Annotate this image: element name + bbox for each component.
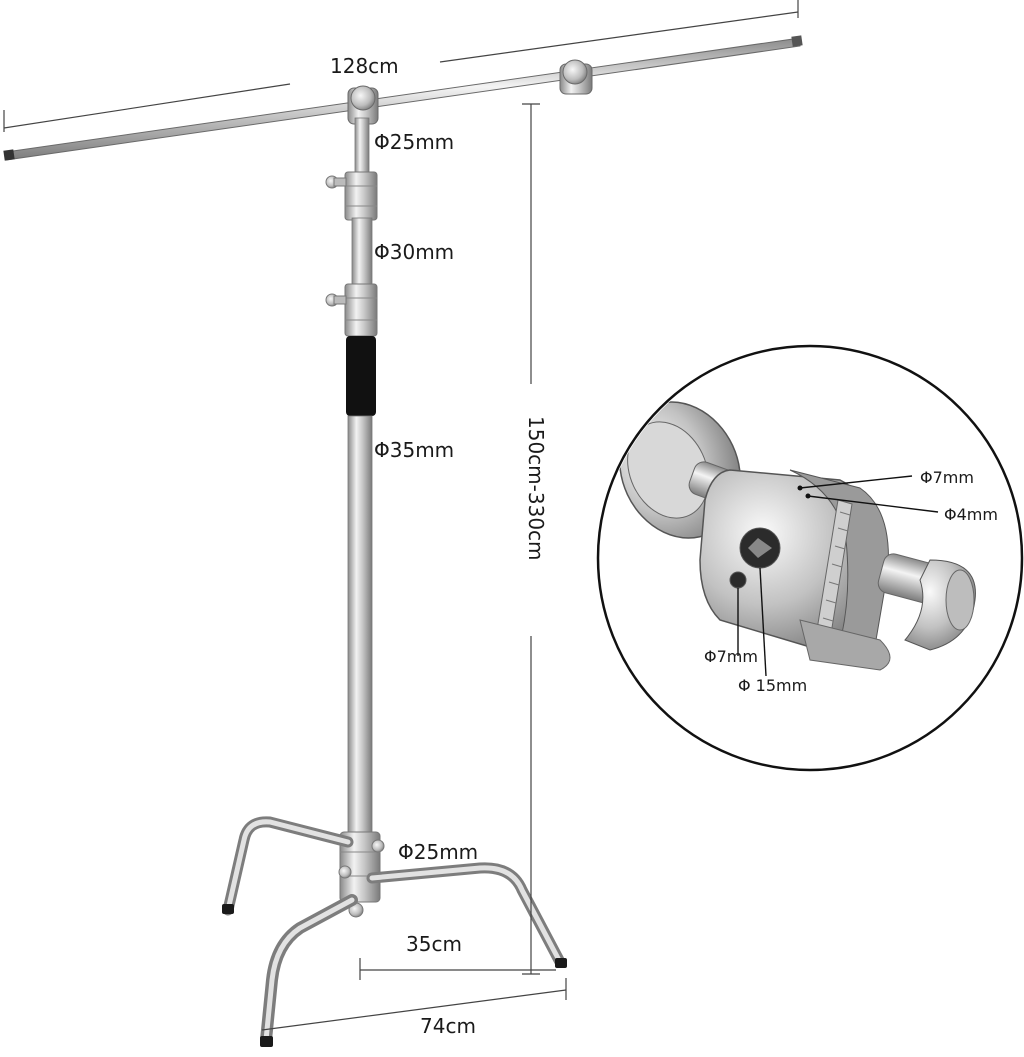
boom-arm <box>3 35 803 161</box>
leg-tube-diameter-label: Φ25mm <box>398 840 479 864</box>
base-span-label: 74cm <box>420 1014 476 1038</box>
height-range-label: 150cm-330cm <box>524 416 548 561</box>
boom-tube-diameter-label: Φ25mm <box>374 130 455 154</box>
upper-tube-diameter-label: Φ30mm <box>374 240 455 264</box>
foam-grip <box>346 336 376 416</box>
stand-column <box>325 117 385 918</box>
boom-length-label: 128cm <box>330 54 399 78</box>
grip-head-inset <box>596 344 1024 772</box>
height-dimension-line <box>522 103 540 975</box>
leg-feet <box>222 904 567 1047</box>
boom-grip-head <box>347 85 379 125</box>
stand-legs <box>222 816 566 1046</box>
boom-end-knuckle <box>559 59 593 95</box>
inset-hole-side-label: Φ7mm <box>704 647 758 666</box>
inset-hole-top-label: Φ7mm <box>920 468 974 487</box>
lower-tube-diameter-label: Φ35mm <box>374 438 455 462</box>
base-span-dimension-line <box>261 978 567 1031</box>
inset-center-hole-label: Φ 15mm <box>738 676 808 695</box>
inset-pin-diameter-label: Φ4mm <box>944 505 998 524</box>
leg-length-dimension-line <box>359 958 556 980</box>
leg-length-label: 35cm <box>406 932 462 956</box>
boom-dimension-line <box>3 0 799 132</box>
